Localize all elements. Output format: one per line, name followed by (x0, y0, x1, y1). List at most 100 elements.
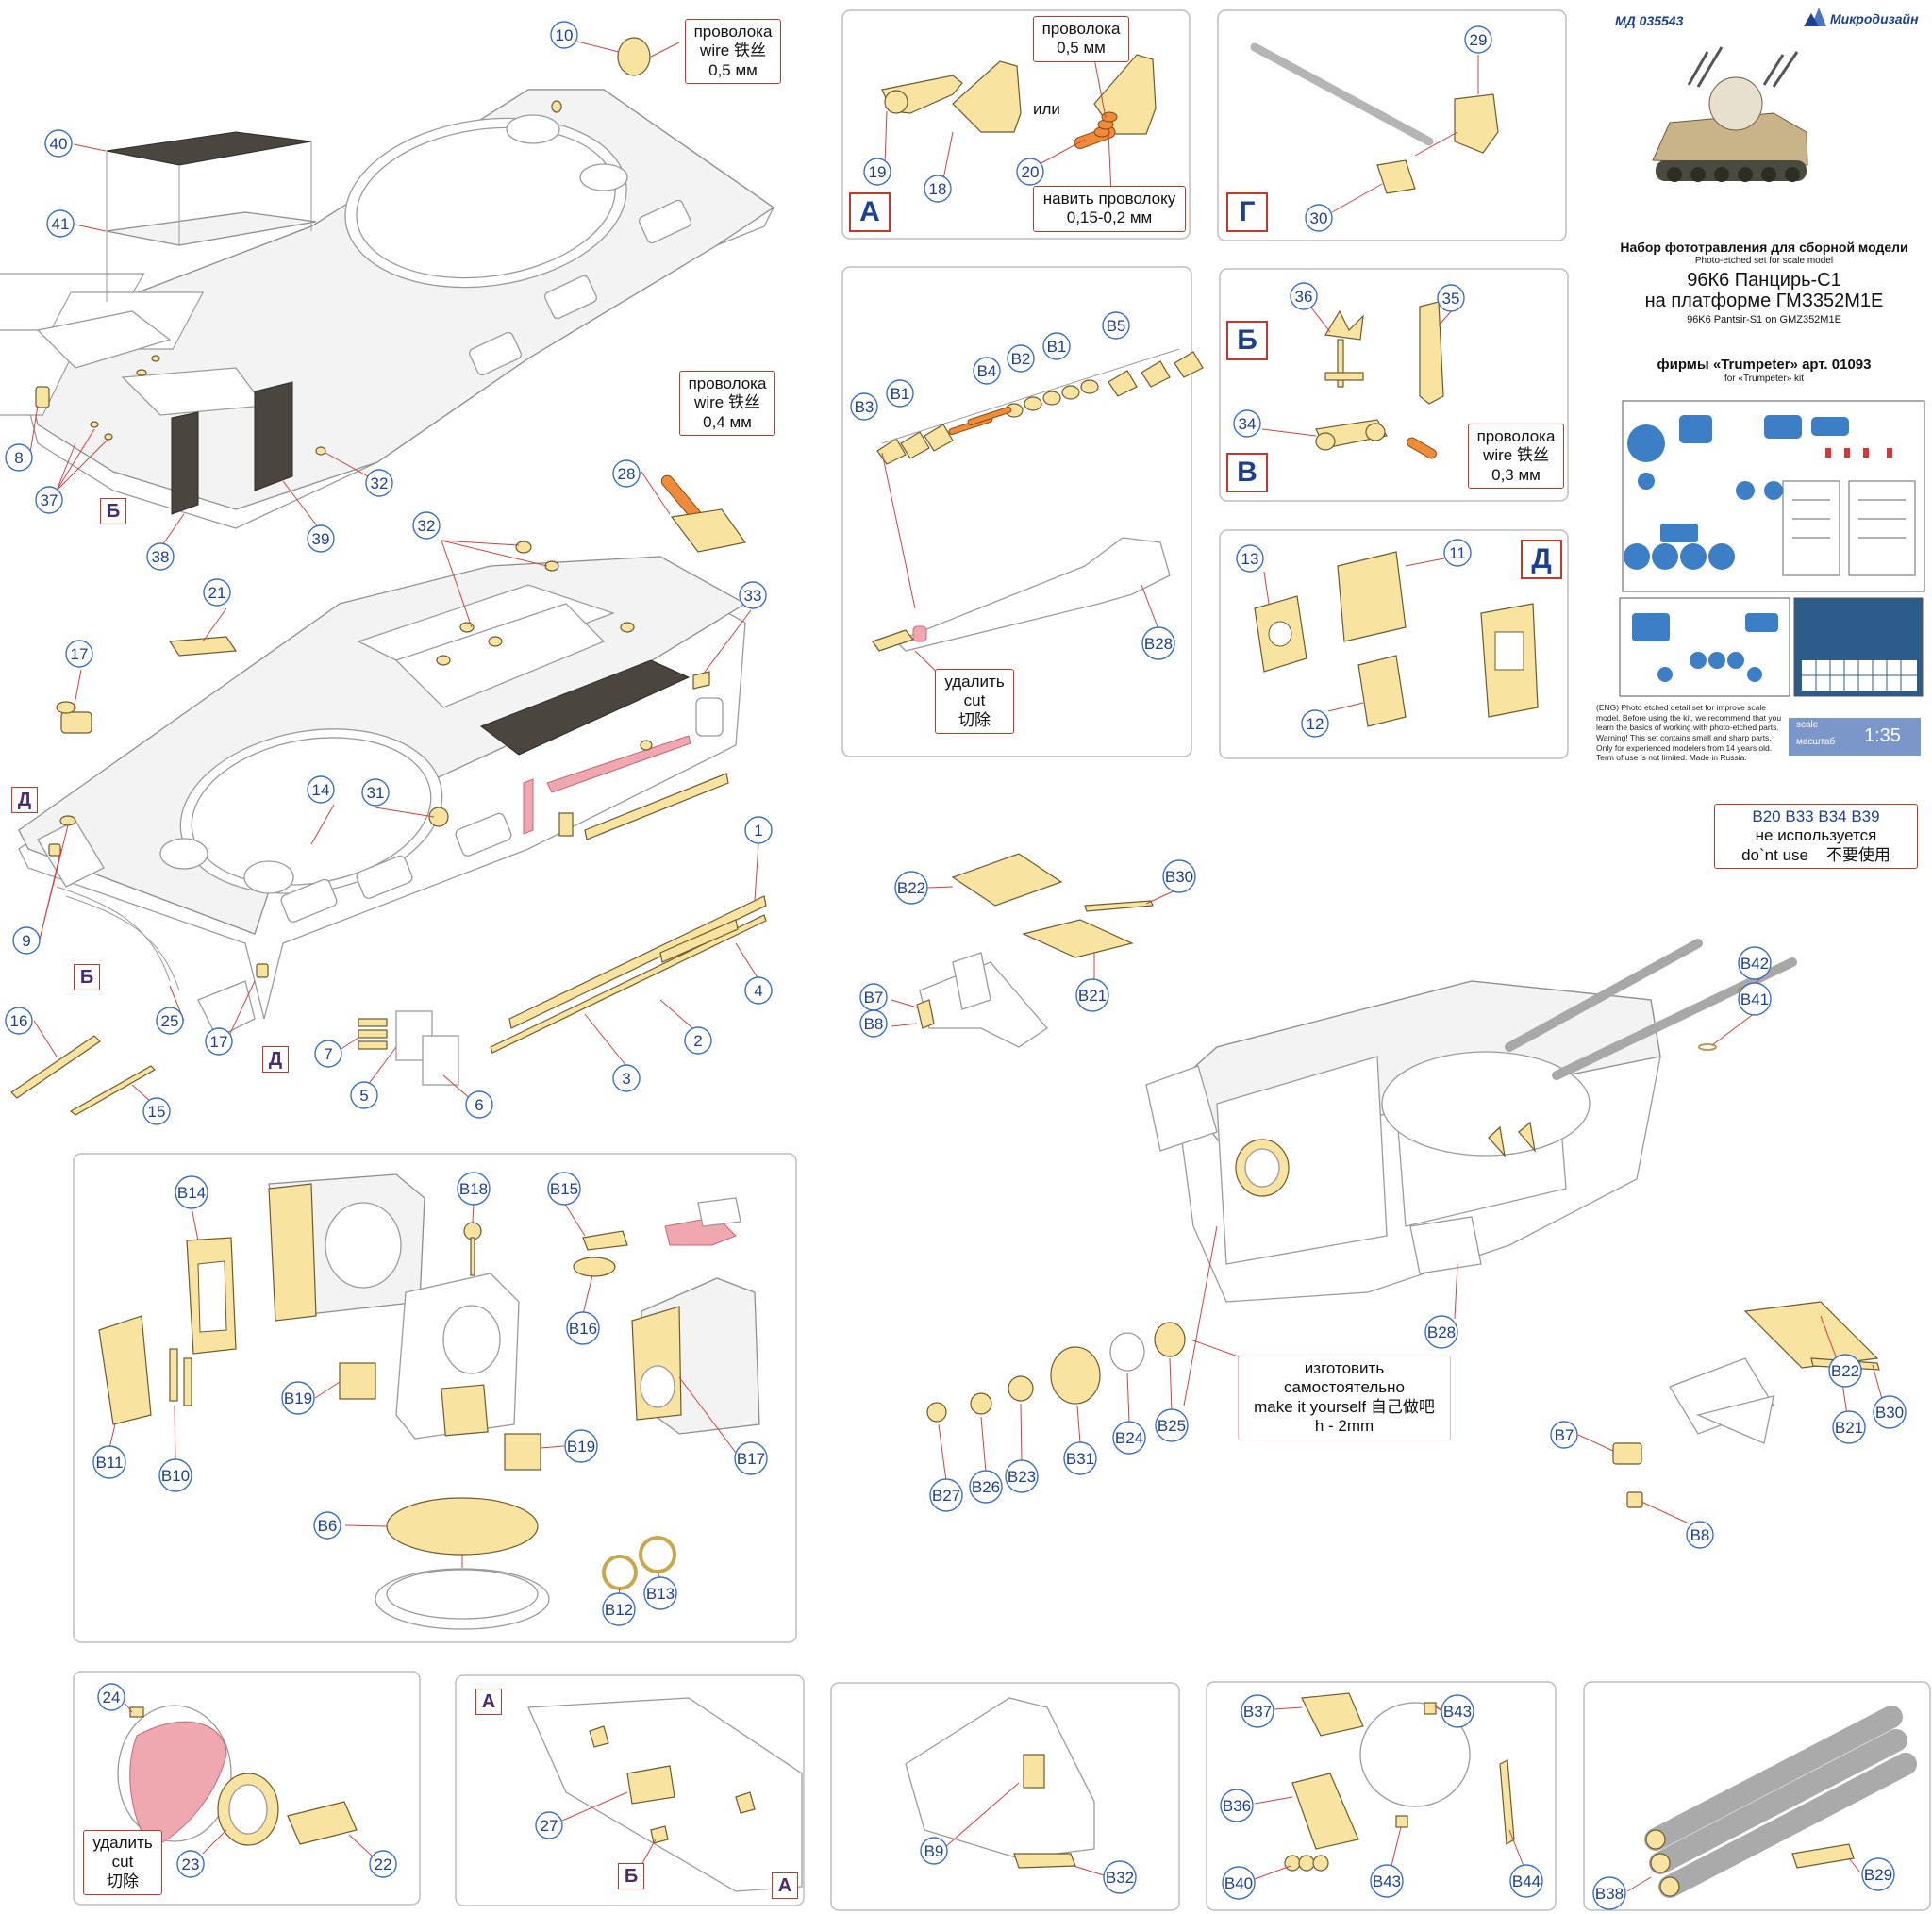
callout-circle (1102, 311, 1130, 340)
note-line: do`nt use 不要使用 (1722, 846, 1910, 865)
callout-label: 17 (71, 645, 89, 663)
note-line: do`nt use (1741, 845, 1808, 864)
callout-label: В10 (161, 1467, 190, 1485)
callout-circle (547, 1172, 581, 1206)
part-callout: 33 (739, 581, 767, 609)
callout-label: 28 (618, 465, 636, 483)
warning-text: (ENG) Photo etched detail set for improv… (1596, 703, 1782, 763)
unused-part: В33 (1785, 807, 1814, 825)
callout-label: 25 (161, 1012, 179, 1030)
set-subtitle-ru: Набор фототравления для сборной модели (1620, 240, 1908, 255)
callout-label: В1 (891, 385, 910, 403)
callout-label: 15 (148, 1103, 166, 1121)
note-line: проволока (1476, 427, 1556, 445)
callout-circle (1063, 1441, 1097, 1475)
callout-circle (744, 976, 773, 1005)
part-callout: В24 (1112, 1421, 1146, 1455)
panel-D (1219, 529, 1569, 759)
callout-label: В19 (284, 1390, 312, 1407)
callout-label: В12 (605, 1601, 633, 1619)
callout-label: 31 (367, 784, 385, 802)
note-line: изготовить самостоятельно (1284, 1359, 1405, 1397)
callout-label: В6 (318, 1517, 338, 1535)
callout-label: В27 (932, 1487, 960, 1505)
callout-circle (314, 1040, 342, 1068)
part-callout: В21 (1832, 1410, 1866, 1444)
marker-D-lower: Д (262, 1046, 289, 1073)
note-line: удалить (92, 1834, 153, 1852)
callout-label: В16 (569, 1320, 597, 1338)
callout-label: В38 (1595, 1885, 1624, 1903)
callout-circle (612, 1064, 641, 1092)
turret-drawing (891, 853, 1890, 1524)
note-line: h - 2mm (1314, 1417, 1374, 1436)
part-callout: 3 (612, 1064, 641, 1092)
section-letter-B: Б (1226, 321, 1268, 360)
note-line: навить проволоку (1042, 190, 1176, 208)
scale-badge: scale масштаб 1:35 (1789, 718, 1921, 756)
note-wire-03: проволока wire 铁丝 0,3 мм (1468, 424, 1564, 490)
callout-label: В41 (1740, 990, 1769, 1008)
note-line: 切除 (107, 1872, 139, 1890)
section-letter-A: А (849, 192, 891, 232)
part-callout: 27 (535, 1811, 563, 1839)
callout-label: 14 (312, 781, 330, 799)
callout-label: 34 (1239, 415, 1257, 433)
marker-D-left: Д (11, 787, 38, 813)
lower-hull-drawing (10, 471, 767, 1116)
callout-circle (1236, 544, 1264, 573)
part-callout: 29 (1464, 25, 1492, 54)
callout-circle (1005, 1459, 1039, 1493)
part-callout: 22 (369, 1850, 397, 1878)
part-callout: 31 (361, 778, 390, 807)
note-wire-04: проволока wire 铁丝 0,4 мм (679, 371, 775, 437)
part-callout: 25 (156, 1007, 184, 1035)
part-callout: В1 (886, 379, 914, 408)
part-callout: 30 (1305, 204, 1333, 232)
callout-label: В22 (1831, 1362, 1859, 1380)
part-callout: 8 (5, 443, 33, 472)
callout-label: 39 (312, 530, 330, 548)
part-callout: В22 (894, 871, 928, 905)
callout-circle (1441, 1694, 1474, 1728)
callout-label: В19 (567, 1438, 595, 1456)
callout-circle (5, 1007, 33, 1035)
callout-circle (369, 1850, 397, 1878)
callout-circle (1828, 1354, 1862, 1388)
callout-circle (1103, 1860, 1137, 1894)
note-line: wire 铁丝 (694, 393, 760, 412)
callout-label: В44 (1512, 1872, 1541, 1890)
part-callout: 35 (1437, 284, 1465, 312)
callout-circle (175, 1175, 208, 1209)
callout-circle (1464, 25, 1492, 54)
callout-label: 13 (1241, 550, 1259, 568)
panel-D-parts (1254, 551, 1539, 727)
callout-label: В17 (737, 1450, 765, 1468)
part-callout: 24 (97, 1683, 125, 1711)
note-wire-05-b: проволока 0,5 мм (1033, 16, 1129, 62)
note-line: 0,15-0,2 мм (1066, 208, 1153, 227)
callout-label: 29 (1470, 31, 1488, 49)
brand-name: Микродизайн (1830, 11, 1919, 26)
note-make-yourself: изготовить самостоятельно make it yourse… (1238, 1356, 1451, 1440)
unused-parts-list: В20 В33 В34 В39 (1722, 807, 1910, 826)
callout-label: В8 (1690, 1526, 1710, 1544)
part-callout: В16 (566, 1311, 600, 1345)
callout-label: 10 (556, 26, 574, 44)
note-line: wire 铁丝 (1483, 446, 1549, 465)
callout-circle (564, 1429, 598, 1463)
callout-circle (973, 357, 1001, 385)
part-callout: В30 (1873, 1395, 1907, 1429)
callout-label: В4 (977, 362, 997, 380)
unused-part: В39 (1851, 807, 1880, 825)
part-callout: 4 (744, 976, 773, 1005)
marker-B-bottom: Б (618, 1863, 644, 1889)
part-callout: В40 (1222, 1866, 1256, 1900)
bottom-panels-drawing (117, 1692, 1917, 1898)
callout-label: В2 (1011, 350, 1031, 368)
section-letter-V: В (1226, 453, 1268, 492)
callout-circle (1832, 1410, 1866, 1444)
callout-label: В32 (1106, 1869, 1134, 1887)
callout-label: В28 (1144, 635, 1173, 653)
